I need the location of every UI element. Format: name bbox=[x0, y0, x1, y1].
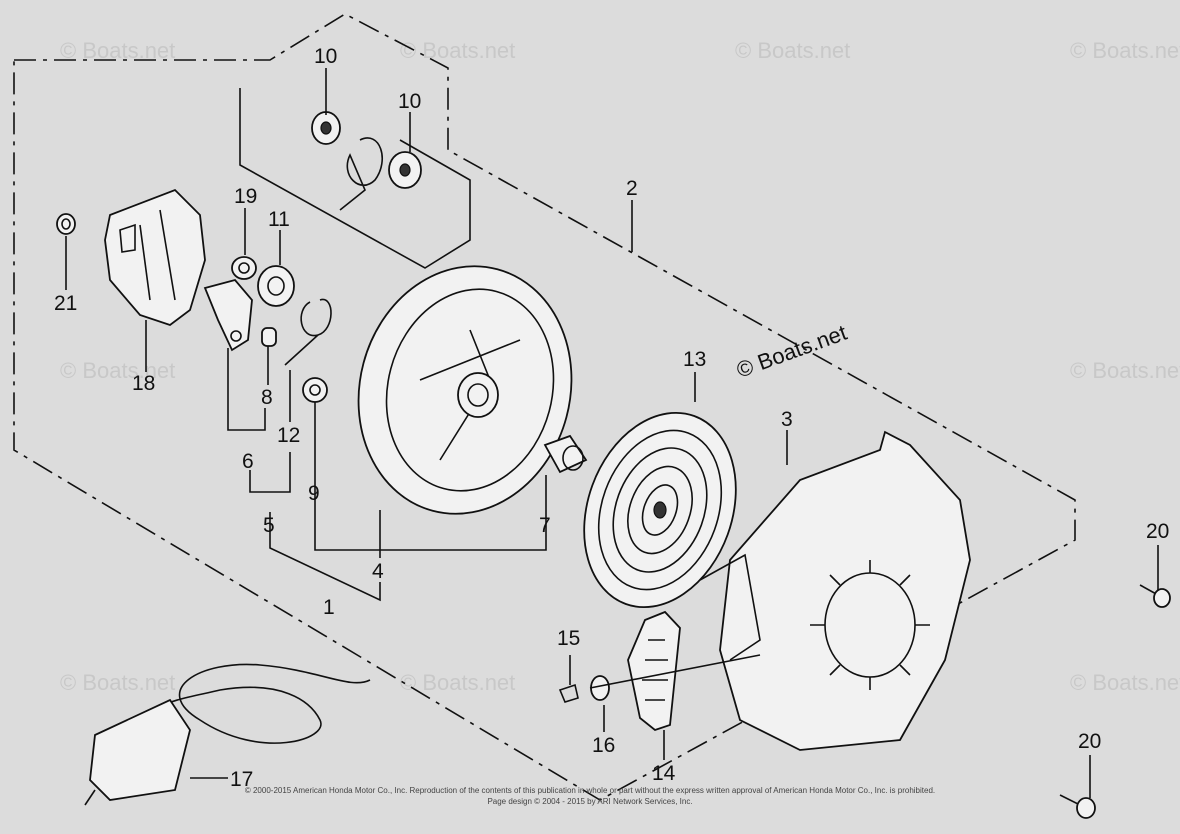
rope-stub bbox=[589, 654, 761, 689]
watermark: © Boats.net bbox=[735, 38, 850, 63]
ratchet-6 bbox=[203, 278, 253, 352]
callout-12: 12 bbox=[277, 424, 300, 447]
collar-9 bbox=[302, 377, 328, 403]
pin-15 bbox=[558, 683, 579, 703]
bushing-7 bbox=[543, 434, 588, 474]
bolt-20-upper bbox=[1139, 584, 1171, 608]
footer-copyright: © 2000-2015 American Honda Motor Co., In… bbox=[245, 786, 935, 806]
footer-line-2: Page design © 2004 - 2015 by ARI Network… bbox=[487, 797, 692, 806]
collar-8 bbox=[261, 327, 277, 347]
spring-clip bbox=[339, 137, 384, 211]
nut-21 bbox=[56, 213, 76, 235]
watermark: © Boats.net bbox=[60, 358, 175, 383]
callout-18: 18 bbox=[132, 372, 155, 395]
spring-12 bbox=[284, 298, 332, 366]
collar-19 bbox=[231, 256, 257, 280]
watermark: © Boats.net bbox=[400, 670, 515, 695]
callout-11: 11 bbox=[268, 208, 290, 231]
washer-10-top bbox=[311, 111, 341, 145]
callout-15: 15 bbox=[557, 627, 580, 650]
callout-13: 13 bbox=[683, 348, 706, 371]
callout-4: 4 bbox=[372, 560, 384, 583]
callout-19: 19 bbox=[234, 185, 257, 208]
watermark-main: © Boats.net bbox=[733, 320, 850, 383]
callout-7: 7 bbox=[539, 514, 551, 537]
callout-21: 21 bbox=[54, 292, 77, 315]
sub-assembly-box bbox=[239, 88, 471, 269]
washer-11 bbox=[257, 265, 295, 307]
reel-4 bbox=[357, 265, 573, 515]
callout-14: 14 bbox=[652, 762, 676, 785]
washer-10-lower bbox=[388, 151, 422, 189]
callout-16: 16 bbox=[592, 734, 615, 757]
watermark: © Boats.net bbox=[60, 38, 175, 63]
cover-plate-18 bbox=[104, 188, 206, 327]
callout-3: 3 bbox=[781, 408, 793, 431]
watermark: © Boats.net bbox=[1070, 670, 1180, 695]
callout-1: 1 bbox=[323, 596, 335, 619]
rope-17 bbox=[84, 663, 371, 806]
callout-10-top: 10 bbox=[314, 45, 337, 68]
callout-2: 2 bbox=[626, 177, 638, 200]
handle-14 bbox=[627, 610, 681, 732]
watermark: © Boats.net bbox=[1070, 38, 1180, 63]
footer-line-1: © 2000-2015 American Honda Motor Co., In… bbox=[245, 786, 935, 795]
assembly-outline bbox=[13, 13, 1076, 801]
watermark: © Boats.net bbox=[400, 38, 515, 63]
callout-6: 6 bbox=[242, 450, 254, 473]
watermark: © Boats.net bbox=[60, 670, 175, 695]
callout-10-lower: 10 bbox=[398, 90, 421, 113]
callout-9: 9 bbox=[308, 482, 320, 505]
bolt-20-lower bbox=[1059, 794, 1096, 819]
callout-5: 5 bbox=[263, 514, 275, 537]
callout-8: 8 bbox=[261, 386, 273, 409]
spiral-spring-13 bbox=[583, 411, 737, 609]
callout-20-upper: 20 bbox=[1146, 520, 1169, 543]
leader-lines bbox=[65, 68, 1159, 798]
callout-17: 17 bbox=[230, 768, 253, 791]
callout-20-lower: 20 bbox=[1078, 730, 1101, 753]
callouts: 10 10 2 19 11 21 18 13 8 3 12 6 9 5 7 20… bbox=[54, 45, 1169, 791]
watermark: © Boats.net bbox=[1070, 358, 1180, 383]
starter-case-3 bbox=[699, 430, 971, 751]
